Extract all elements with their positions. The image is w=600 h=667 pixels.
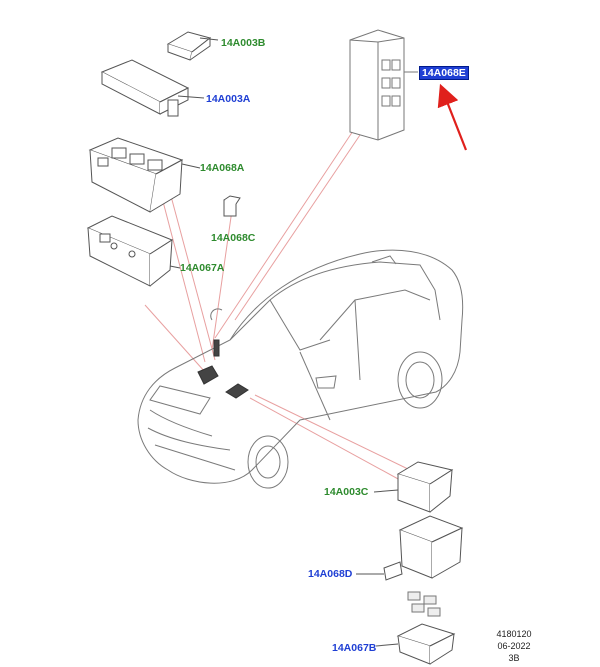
drawing-date: 06-2022 [497, 641, 531, 651]
part-14A068E[interactable] [349, 29, 418, 141]
part-14A068C[interactable] [223, 195, 241, 217]
drawing-revision: 3B [508, 653, 520, 663]
part-14A068A[interactable] [88, 137, 201, 213]
drawing-number: 4180120 [496, 629, 532, 639]
vehicle-outline [137, 249, 464, 489]
label-14A003B[interactable]: 14A003B [221, 37, 266, 49]
part-14A067A[interactable] [86, 215, 181, 287]
label-14A068D[interactable]: 14A068D [308, 568, 353, 580]
label-14A067B[interactable]: 14A067B [332, 642, 377, 654]
part-14A068D[interactable] [356, 515, 464, 581]
fuse-cluster [407, 591, 441, 617]
label-14A068A[interactable]: 14A068A [200, 162, 245, 174]
label-14A067A[interactable]: 14A067A [180, 262, 225, 274]
part-14A003C[interactable] [373, 461, 454, 513]
label-14A003A[interactable]: 14A003A [206, 93, 251, 105]
label-14A068C[interactable]: 14A068C [211, 232, 256, 244]
pointer-arrow [437, 83, 468, 151]
part-14A067B[interactable] [375, 623, 456, 665]
part-14A003A[interactable] [100, 59, 205, 117]
drawing-stamp: 4180120 06-2022 3B [492, 628, 536, 664]
label-14A068E[interactable]: 14A068E [419, 66, 469, 80]
leader-lines [144, 127, 411, 481]
part-14A003B[interactable] [166, 31, 219, 61]
label-14A003C[interactable]: 14A003C [324, 486, 369, 498]
vehicle-component-markers [197, 339, 249, 399]
